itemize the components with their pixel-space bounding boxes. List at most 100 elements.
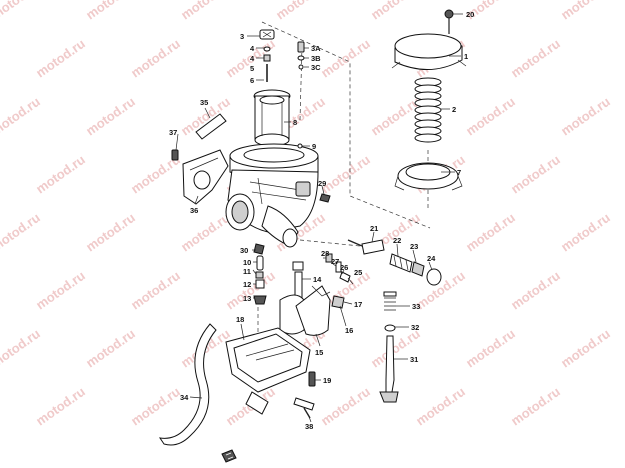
watermark-text: motod.ru [178,210,233,255]
watermark-text: motod.ru [33,152,88,197]
callout-label: 33 [412,302,420,311]
top-cap-part [391,33,467,71]
callout-label: 22 [393,236,401,245]
watermark-text: motod.ru [508,152,563,197]
callout-label: 28 [321,249,329,258]
pilot-screw-set-part [379,291,399,403]
callout-label: 6 [250,76,254,85]
diaphragm-part [394,162,463,191]
callout-label: 23 [410,242,418,251]
front-arrow-icon [221,449,237,463]
callout-label: 17 [354,300,362,309]
callout-label: 2 [452,105,456,114]
callout-label: 16 [345,326,353,335]
callout-label: 36 [190,206,198,215]
screw-37-part [171,149,179,161]
float-part [279,285,331,336]
watermark-text: motod.ru [508,384,563,429]
callout-label: 14 [313,275,322,284]
callout-label: 9 [312,142,316,151]
watermark-text: motod.ru [318,384,373,429]
callout-label: 31 [410,355,418,364]
callout-label: 29 [318,179,326,188]
watermark-text: motod.ru [33,384,88,429]
float-bowl-part [225,327,311,415]
watermark-text: motod.ru [318,36,373,81]
small-jets-part [253,253,351,310]
callout-label: 27 [331,257,339,266]
watermark-text: motod.ru [128,384,183,429]
watermark-text: motod.ru [33,36,88,81]
piston-slide-part [253,89,291,147]
watermark-text: motod.ru [128,268,183,313]
screw-9-part [297,143,303,149]
callout-label: 3B [311,54,321,63]
callout-label: 19 [323,376,331,385]
drain-hose-part [158,323,217,446]
watermark-text: motod.ru [463,210,518,255]
carburetor-body-part [225,143,319,248]
callout-label: 13 [243,294,251,303]
callout-label: 26 [340,263,348,272]
callout-label: 11 [243,267,251,276]
watermark-text: motod.ru [83,94,138,139]
callout-label: 3A [311,44,321,53]
watermark-text: motod.ru [318,152,373,197]
watermark-text: motod.ru [368,0,423,22]
screw-20-part [444,9,454,34]
watermark-text: motod.ru [463,326,518,371]
top-small-parts [259,29,305,82]
idle-screw-set-part [347,239,442,286]
callout-label: 3 [240,32,244,41]
screw-19-part [308,371,316,387]
screw-29-part [319,193,331,203]
callout-label: 32 [411,323,419,332]
callout-label: 25 [354,268,362,277]
callout-label: 10 [243,258,251,267]
callout-label: 21 [370,224,378,233]
callout-label: 35 [200,98,208,107]
watermark-text: motod.ru [508,36,563,81]
watermark-text: motod.ru [128,36,183,81]
watermark-text: motod.ru [0,94,43,139]
callout-label: 24 [427,254,436,263]
screw-38-part [293,397,315,419]
watermark-text: motod.ru [178,0,233,22]
callout-label: 18 [236,315,244,324]
spring-part [414,77,442,143]
callout-label: 37 [169,128,177,137]
callout-label: 5 [250,64,254,73]
watermark-text: motod.ru [273,0,328,22]
watermark-text: motod.ru [0,210,43,255]
watermark-text: motod.ru [0,326,43,371]
watermark-text: motod.ru [83,326,138,371]
watermark-text: motod.ru [0,0,43,22]
rubber-tube-35-part [195,113,227,140]
callout-label: 30 [240,246,248,255]
callout-label: 8 [293,118,297,127]
callout-label: 1 [464,52,468,61]
watermark-text: motod.ru [558,210,613,255]
watermark-text: motod.ru [558,0,613,22]
watermark-text: motod.ru [33,268,88,313]
callout-label: 4 [250,54,255,63]
callout-label: 15 [315,348,323,357]
callout-label: 4 [250,44,255,53]
watermark-text: motod.ru [83,210,138,255]
callout-labels: 20 1 2 7 3 3A 3B 3C 4 4 5 6 8 9 35 37 36… [169,10,474,431]
leader-lines [175,13,463,423]
screw-30-part [253,243,265,255]
callout-label: 38 [305,422,313,431]
callout-label: 12 [243,280,251,289]
watermark-text: motod.ru [508,268,563,313]
callout-label: 3C [311,63,321,72]
watermark-text: motod.ru [558,326,613,371]
watermark-text: motod.ru [463,94,518,139]
callout-label: 20 [466,10,474,19]
callout-label: 7 [457,168,461,177]
callout-label: 34 [180,393,189,402]
watermark-text: motod.ru [413,384,468,429]
watermark-text: motod.ru [83,0,138,22]
